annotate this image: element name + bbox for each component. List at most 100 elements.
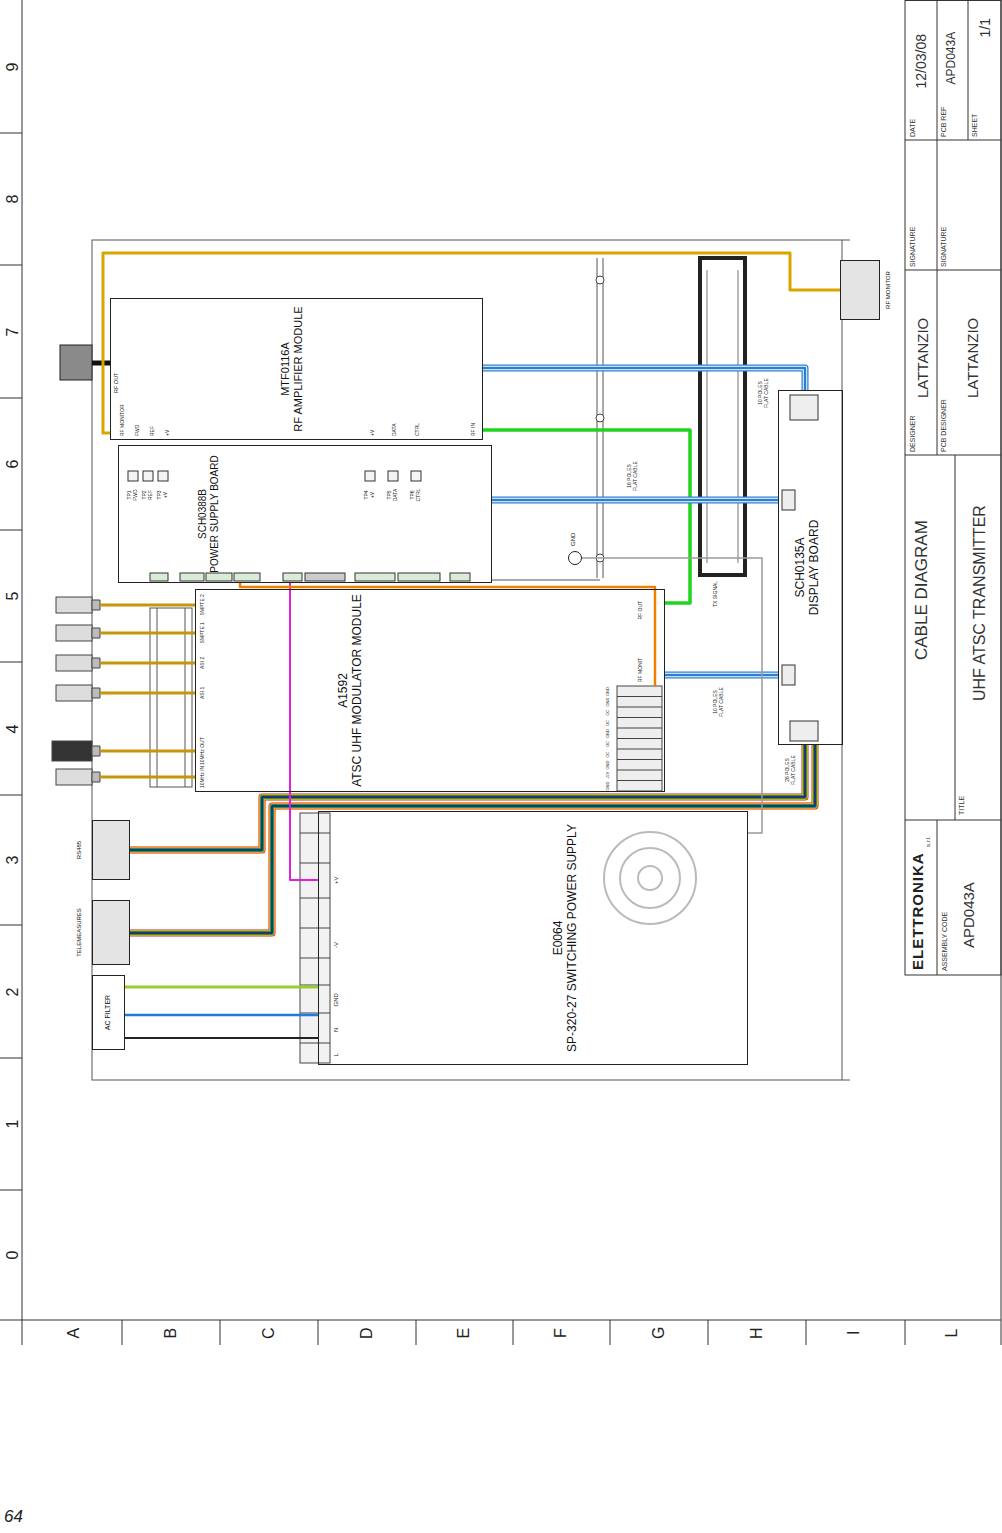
cable-clamp xyxy=(157,608,185,787)
cable-line xyxy=(130,745,805,850)
cooling-fan xyxy=(700,258,745,575)
modulator-module: A1592ATSC UHF MODULATOR MODULE xyxy=(195,589,665,792)
cable-line xyxy=(492,498,778,503)
part-description: RF AMPLIFIER MODULE xyxy=(292,306,305,431)
title-block xyxy=(905,1,1001,976)
page-number: 64 xyxy=(4,1507,23,1527)
pin-label: DATA xyxy=(391,423,397,436)
cable-line xyxy=(130,745,815,933)
test-point xyxy=(365,471,375,481)
chassis-outline xyxy=(92,240,850,1080)
title-block xyxy=(905,0,1001,975)
part-code: RS485 xyxy=(76,841,83,859)
coax-cable xyxy=(100,605,195,777)
drawing-frame xyxy=(22,0,1001,1320)
cable-line xyxy=(130,745,815,933)
test-point xyxy=(158,471,168,481)
terminal-label: +V xyxy=(333,876,340,884)
grid-number: 6 xyxy=(3,460,22,469)
cable-line xyxy=(130,745,805,850)
cable-line xyxy=(103,253,840,433)
terminal-block xyxy=(617,590,662,791)
display-connector xyxy=(782,665,795,685)
power-terminal-strip xyxy=(300,813,330,1063)
cable-line xyxy=(130,745,805,850)
grid-letter: G xyxy=(649,1327,668,1339)
title-block-text: PCB REF xyxy=(940,107,948,137)
title-block-text: SIGNATURE xyxy=(940,227,948,267)
display-connector xyxy=(782,490,795,510)
grid-number: 0 xyxy=(3,1251,22,1260)
title-block xyxy=(905,0,1001,975)
grid-number: 4 xyxy=(3,725,22,734)
port-label: RF MONIT xyxy=(637,658,643,682)
title-block-text: PCB DESIGNER xyxy=(940,399,948,452)
pin-label: CTRL xyxy=(414,423,420,436)
chassis-screw xyxy=(596,276,604,284)
terminal-label: OC xyxy=(606,720,611,726)
drawing-frame xyxy=(0,0,1001,1345)
rear-connector xyxy=(92,600,100,782)
terminal-label: GND xyxy=(606,729,611,738)
title-block-text: APD043A xyxy=(960,882,978,948)
rear-connector xyxy=(52,597,100,785)
terminal-label: N xyxy=(333,1028,340,1032)
node-text-group: SCH0388BPOWER SUPPLY BOARD xyxy=(197,446,221,582)
cable xyxy=(130,745,815,933)
grid-number: 9 xyxy=(3,63,22,72)
terminal-label: L xyxy=(333,1053,340,1056)
cable-label: 26 POLES FLAT CABLE xyxy=(784,755,796,785)
power-terminal-strip xyxy=(300,813,330,1063)
board-connector xyxy=(234,573,260,581)
cable xyxy=(483,430,690,603)
pin-label: FWD xyxy=(134,425,140,436)
part-code: GND xyxy=(570,533,577,546)
cable-line xyxy=(290,583,318,880)
pin-label: RF MONITOR xyxy=(119,404,125,436)
rear-connector xyxy=(56,769,92,785)
cable-line xyxy=(130,745,805,850)
port-label: ASI 1 xyxy=(199,687,205,699)
part-code: A1592 xyxy=(336,673,350,708)
test-point-label: TP4 +V xyxy=(363,487,375,503)
title-block-text: DATE xyxy=(909,119,917,137)
title-block-text: 12/03/08 xyxy=(913,34,930,89)
title-block-text: TITLE xyxy=(958,796,966,815)
title-block-text: DESIGNER xyxy=(909,415,917,452)
title-block-text: 1/1 xyxy=(977,18,994,37)
cable xyxy=(290,583,318,880)
node-text-group: TELEMEASURES xyxy=(76,861,83,1004)
display-connector xyxy=(790,395,818,420)
cable xyxy=(103,253,840,433)
pin-label: RF IN xyxy=(470,423,476,436)
grid-letter: I xyxy=(844,1331,863,1335)
title-block-text: APD043A xyxy=(944,32,958,85)
chassis-screw xyxy=(596,276,604,562)
terminal-label: GND xyxy=(606,687,611,696)
rf-out-connector xyxy=(60,345,92,380)
chassis-outline xyxy=(92,240,842,1080)
part-description: DISPLAY BOARD xyxy=(807,520,821,616)
test-point-label: TP3 +V xyxy=(156,487,168,503)
title-block-text: LATTANZIO xyxy=(914,318,932,398)
chassis-screw xyxy=(596,414,604,422)
terminal-label: OC xyxy=(606,752,611,758)
grid-number: 2 xyxy=(3,988,22,997)
cable-line xyxy=(665,674,778,677)
test-point xyxy=(128,471,421,481)
terminal-block xyxy=(617,697,662,781)
node-text-group: SCH0135ADISPLAY BOARD xyxy=(793,391,822,744)
cooling-fan xyxy=(700,258,745,575)
cable-clamp xyxy=(150,608,192,787)
grid-letter: D xyxy=(357,1327,376,1339)
rf-out-connector xyxy=(92,361,110,366)
cable xyxy=(130,745,805,850)
part-code: SCH0135A xyxy=(793,537,807,597)
pin-label: REF xyxy=(149,426,155,436)
cable-line xyxy=(483,368,805,390)
board-connector xyxy=(150,573,470,581)
part-code: SCH0388B xyxy=(197,489,209,539)
fan-grille xyxy=(638,866,662,890)
node-text-group: A1592ATSC UHF MODULATOR MODULE xyxy=(336,590,365,791)
ground-point: GND xyxy=(568,551,582,565)
